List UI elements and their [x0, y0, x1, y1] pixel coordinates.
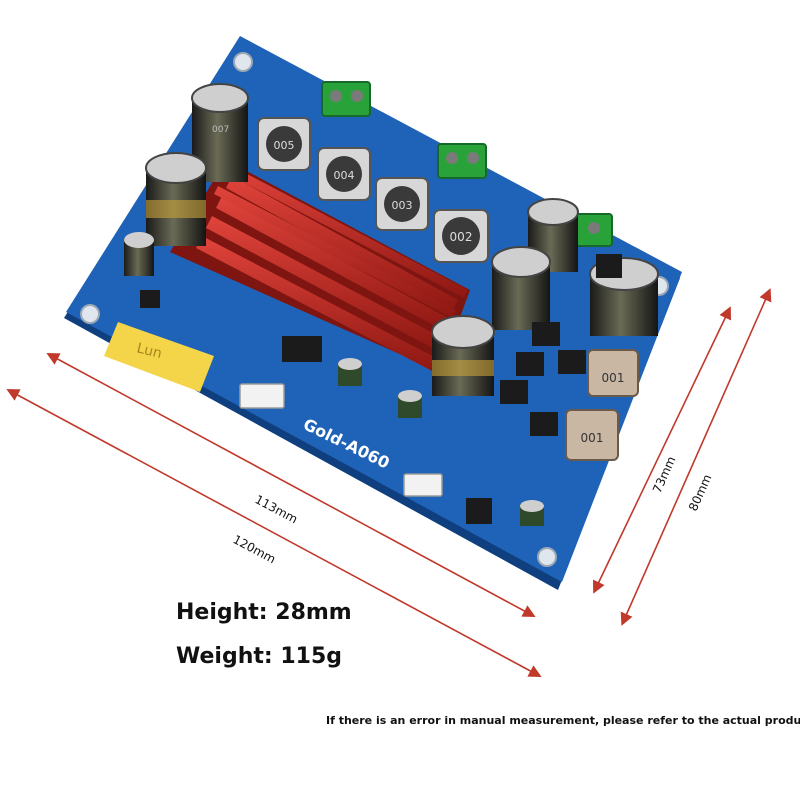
mounting-hole — [537, 547, 557, 567]
height-spec: Height: 28mm — [176, 600, 352, 625]
inductor-label: 001 — [602, 371, 625, 385]
inductor-label: 004 — [334, 169, 355, 182]
green-terminal-block — [321, 81, 371, 117]
capacitor — [527, 198, 579, 272]
capacitor: 007 — [191, 83, 249, 182]
inductor-label: 005 — [274, 139, 295, 152]
capacitor-label: 007 — [212, 125, 229, 135]
inductor-label: 002 — [450, 230, 473, 244]
inductor-002: 002 — [433, 209, 489, 263]
capacitor — [491, 246, 551, 330]
green-terminal-block — [575, 213, 613, 247]
capacitor — [338, 358, 362, 386]
mounting-hole — [80, 304, 100, 324]
inductor-001: 001 — [565, 409, 619, 461]
disclaimer-text: If there is an error in manual measureme… — [326, 714, 800, 727]
dimension-lines — [6, 288, 772, 678]
dimension-inner-width: 73mm — [650, 454, 679, 495]
green-terminal-block — [437, 143, 487, 179]
dimension-outer-length: 120mm — [231, 532, 278, 566]
capacitor — [124, 232, 154, 276]
dimension-inner-length: 113mm — [253, 492, 300, 526]
capacitor — [431, 315, 495, 396]
inductor-label: 003 — [392, 199, 413, 212]
capacitor — [398, 390, 422, 418]
inductor-003: 003 — [375, 177, 429, 231]
inductor-004: 004 — [317, 147, 371, 201]
capacitor — [520, 500, 544, 526]
inductor-001: 001 — [587, 349, 639, 397]
dimension-outer-width: 80mm — [686, 472, 715, 513]
inductor-label: 001 — [581, 431, 604, 445]
mounting-hole — [233, 52, 253, 72]
inductor-005: 005 — [257, 117, 311, 171]
capacitor — [145, 152, 207, 246]
weight-spec: Weight: 115g — [176, 644, 342, 669]
heatsink — [170, 160, 470, 372]
